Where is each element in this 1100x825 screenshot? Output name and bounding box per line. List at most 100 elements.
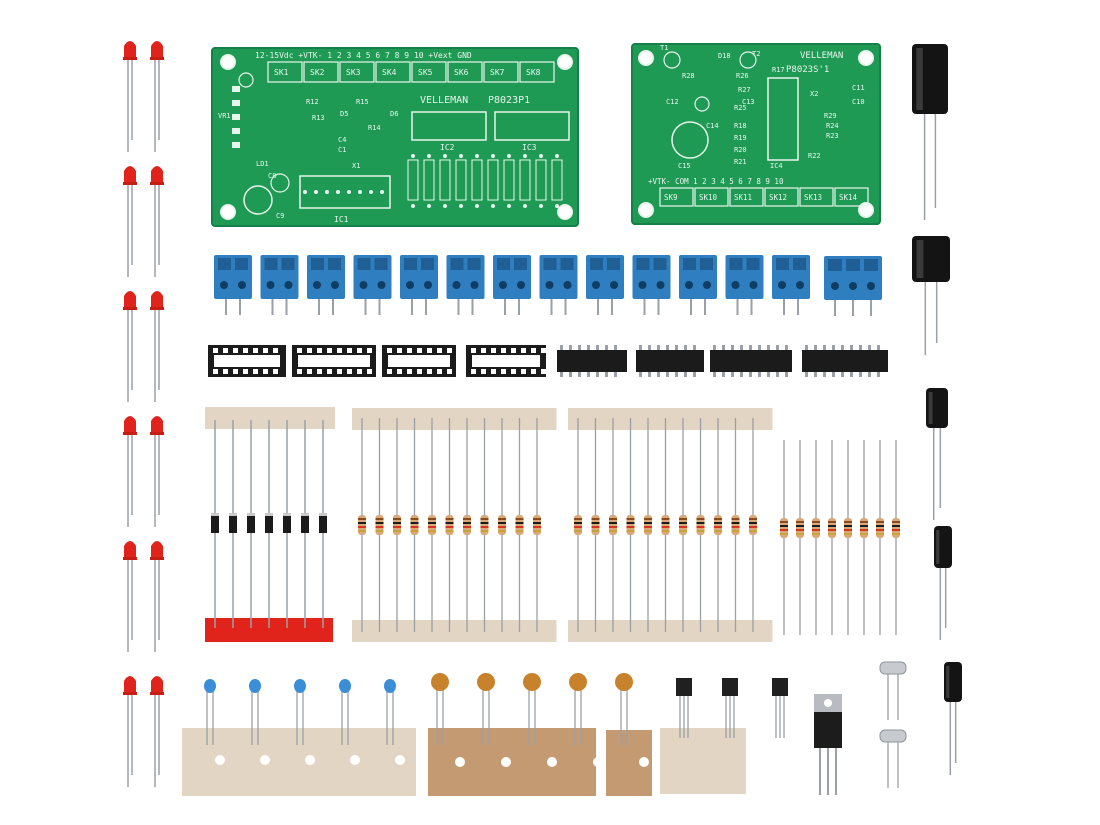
resistor-band: [679, 530, 687, 532]
socket-pin-hole: [437, 348, 442, 353]
ceramic-capacitor-blue: [294, 679, 306, 693]
chip-pin: [605, 345, 608, 350]
pcb-left-label-c9: C9: [276, 212, 284, 220]
pcb-left-ic1: IC1: [334, 215, 349, 224]
ic-chip: [710, 345, 792, 377]
chip-pin: [877, 372, 880, 377]
pcb-left-pad: [411, 154, 415, 158]
ic-chip: [557, 345, 627, 377]
tape-hole: [305, 755, 315, 765]
led-rim: [150, 692, 164, 695]
led-body: [124, 416, 136, 433]
crystal-oscillator: [879, 661, 907, 720]
resistor-band: [480, 530, 489, 532]
chip-pin: [785, 345, 788, 350]
terminal-hole: [831, 282, 839, 290]
resistor-band: [410, 518, 419, 520]
socket-pin-hole: [511, 369, 516, 374]
socket-pin-hole: [407, 348, 412, 353]
chip-pin: [587, 345, 590, 350]
terminal-block: [493, 255, 531, 315]
chip-pin: [722, 345, 725, 350]
chip-pin: [560, 345, 563, 350]
terminal-screw-slot: [450, 258, 464, 270]
transistor-body: [676, 678, 692, 696]
socket-pin-hole: [447, 369, 452, 374]
pcb-left-pad: [523, 154, 527, 158]
chip-pin: [776, 345, 779, 350]
led-rim: [123, 557, 137, 560]
resistor-band: [574, 526, 582, 528]
resistor-band: [445, 518, 454, 520]
pcb-left-pad: [539, 204, 543, 208]
tape-hole: [501, 757, 511, 767]
tape-hole: [350, 755, 360, 765]
pcb-left-socket-outline: [447, 61, 483, 83]
socket-pin-hole: [471, 348, 476, 353]
pcb-left-pad: [555, 154, 559, 158]
pcb-left-socket-outline: [375, 61, 411, 83]
tape-hole: [593, 757, 603, 767]
red-led: [150, 166, 164, 277]
diode-band: [211, 513, 219, 516]
resistor-band: [626, 530, 635, 532]
pcb-left-socket-label: SK4: [382, 68, 397, 77]
pcb-left-pad: [507, 154, 511, 158]
pcb-left-socket-label: SK2: [310, 68, 325, 77]
terminal-hole: [470, 281, 479, 289]
socket-pin-hole: [541, 348, 546, 353]
pcb-right-socket-label: SK10: [699, 193, 718, 202]
chip-pin: [684, 345, 687, 350]
socket-pin-hole: [233, 369, 238, 374]
pcb-left-pad: [411, 204, 415, 208]
resistor-band: [515, 518, 524, 520]
ic-socket: [292, 345, 376, 377]
diode-band: [265, 513, 273, 516]
pcb-left-header: 12-15Vdc +VTK- 1 2 3 4 5 6 7 8 9 10 +Vex…: [255, 51, 472, 60]
resistor-band: [714, 530, 722, 532]
pcb-right-part-label: R25: [734, 104, 747, 112]
resistor-band: [428, 518, 436, 520]
socket-pin-hole: [337, 348, 342, 353]
diode-body: [319, 513, 327, 533]
socket-pin-hole: [437, 369, 442, 374]
diode-body: [265, 513, 273, 533]
resistor-band: [876, 521, 884, 523]
diode-body: [283, 513, 291, 533]
pcb-right-code: P8023S'1: [786, 65, 829, 75]
socket-pin-hole: [223, 369, 228, 374]
pcb-right-part-label: X2: [810, 90, 818, 98]
resistor-band: [358, 530, 366, 532]
chip-pin: [684, 372, 687, 377]
socket-pin-hole: [223, 348, 228, 353]
pcb-left-socket-outline: [303, 61, 339, 83]
pcb-right-socket-outline: [764, 187, 799, 207]
resistor-band: [796, 525, 804, 527]
regulator-tab-hole: [824, 699, 832, 707]
pcb-right-socket-outline: [694, 187, 729, 207]
led-rim: [123, 182, 137, 185]
diode-tape-top: [205, 407, 335, 429]
capacitor-highlight: [916, 48, 923, 110]
resistor-band: [644, 522, 652, 524]
chip-pin: [731, 372, 734, 377]
pcb-right-part-label: R28: [682, 72, 695, 80]
pcb-left-label-r13: R13: [312, 114, 325, 122]
socket-pin-hole: [447, 348, 452, 353]
socket-pin-hole: [233, 348, 238, 353]
socket-pin-hole: [501, 348, 506, 353]
diode-body: [301, 513, 309, 533]
pcb-left-pads: [232, 86, 384, 194]
socket-pin-hole: [407, 369, 412, 374]
resistor-band: [626, 522, 635, 524]
terminal-hole: [424, 281, 432, 289]
tape-hole: [547, 757, 557, 767]
pcb-right-socket-label: SK13: [804, 193, 822, 202]
pcb-right-part-label: R27: [738, 86, 751, 94]
resistor-band: [574, 518, 582, 520]
socket-window: [214, 355, 280, 367]
socket-pin-hole: [417, 348, 422, 353]
pcb-right-socket-label: SK11: [734, 193, 752, 202]
resistor-band: [498, 526, 506, 528]
led-body: [124, 291, 136, 308]
